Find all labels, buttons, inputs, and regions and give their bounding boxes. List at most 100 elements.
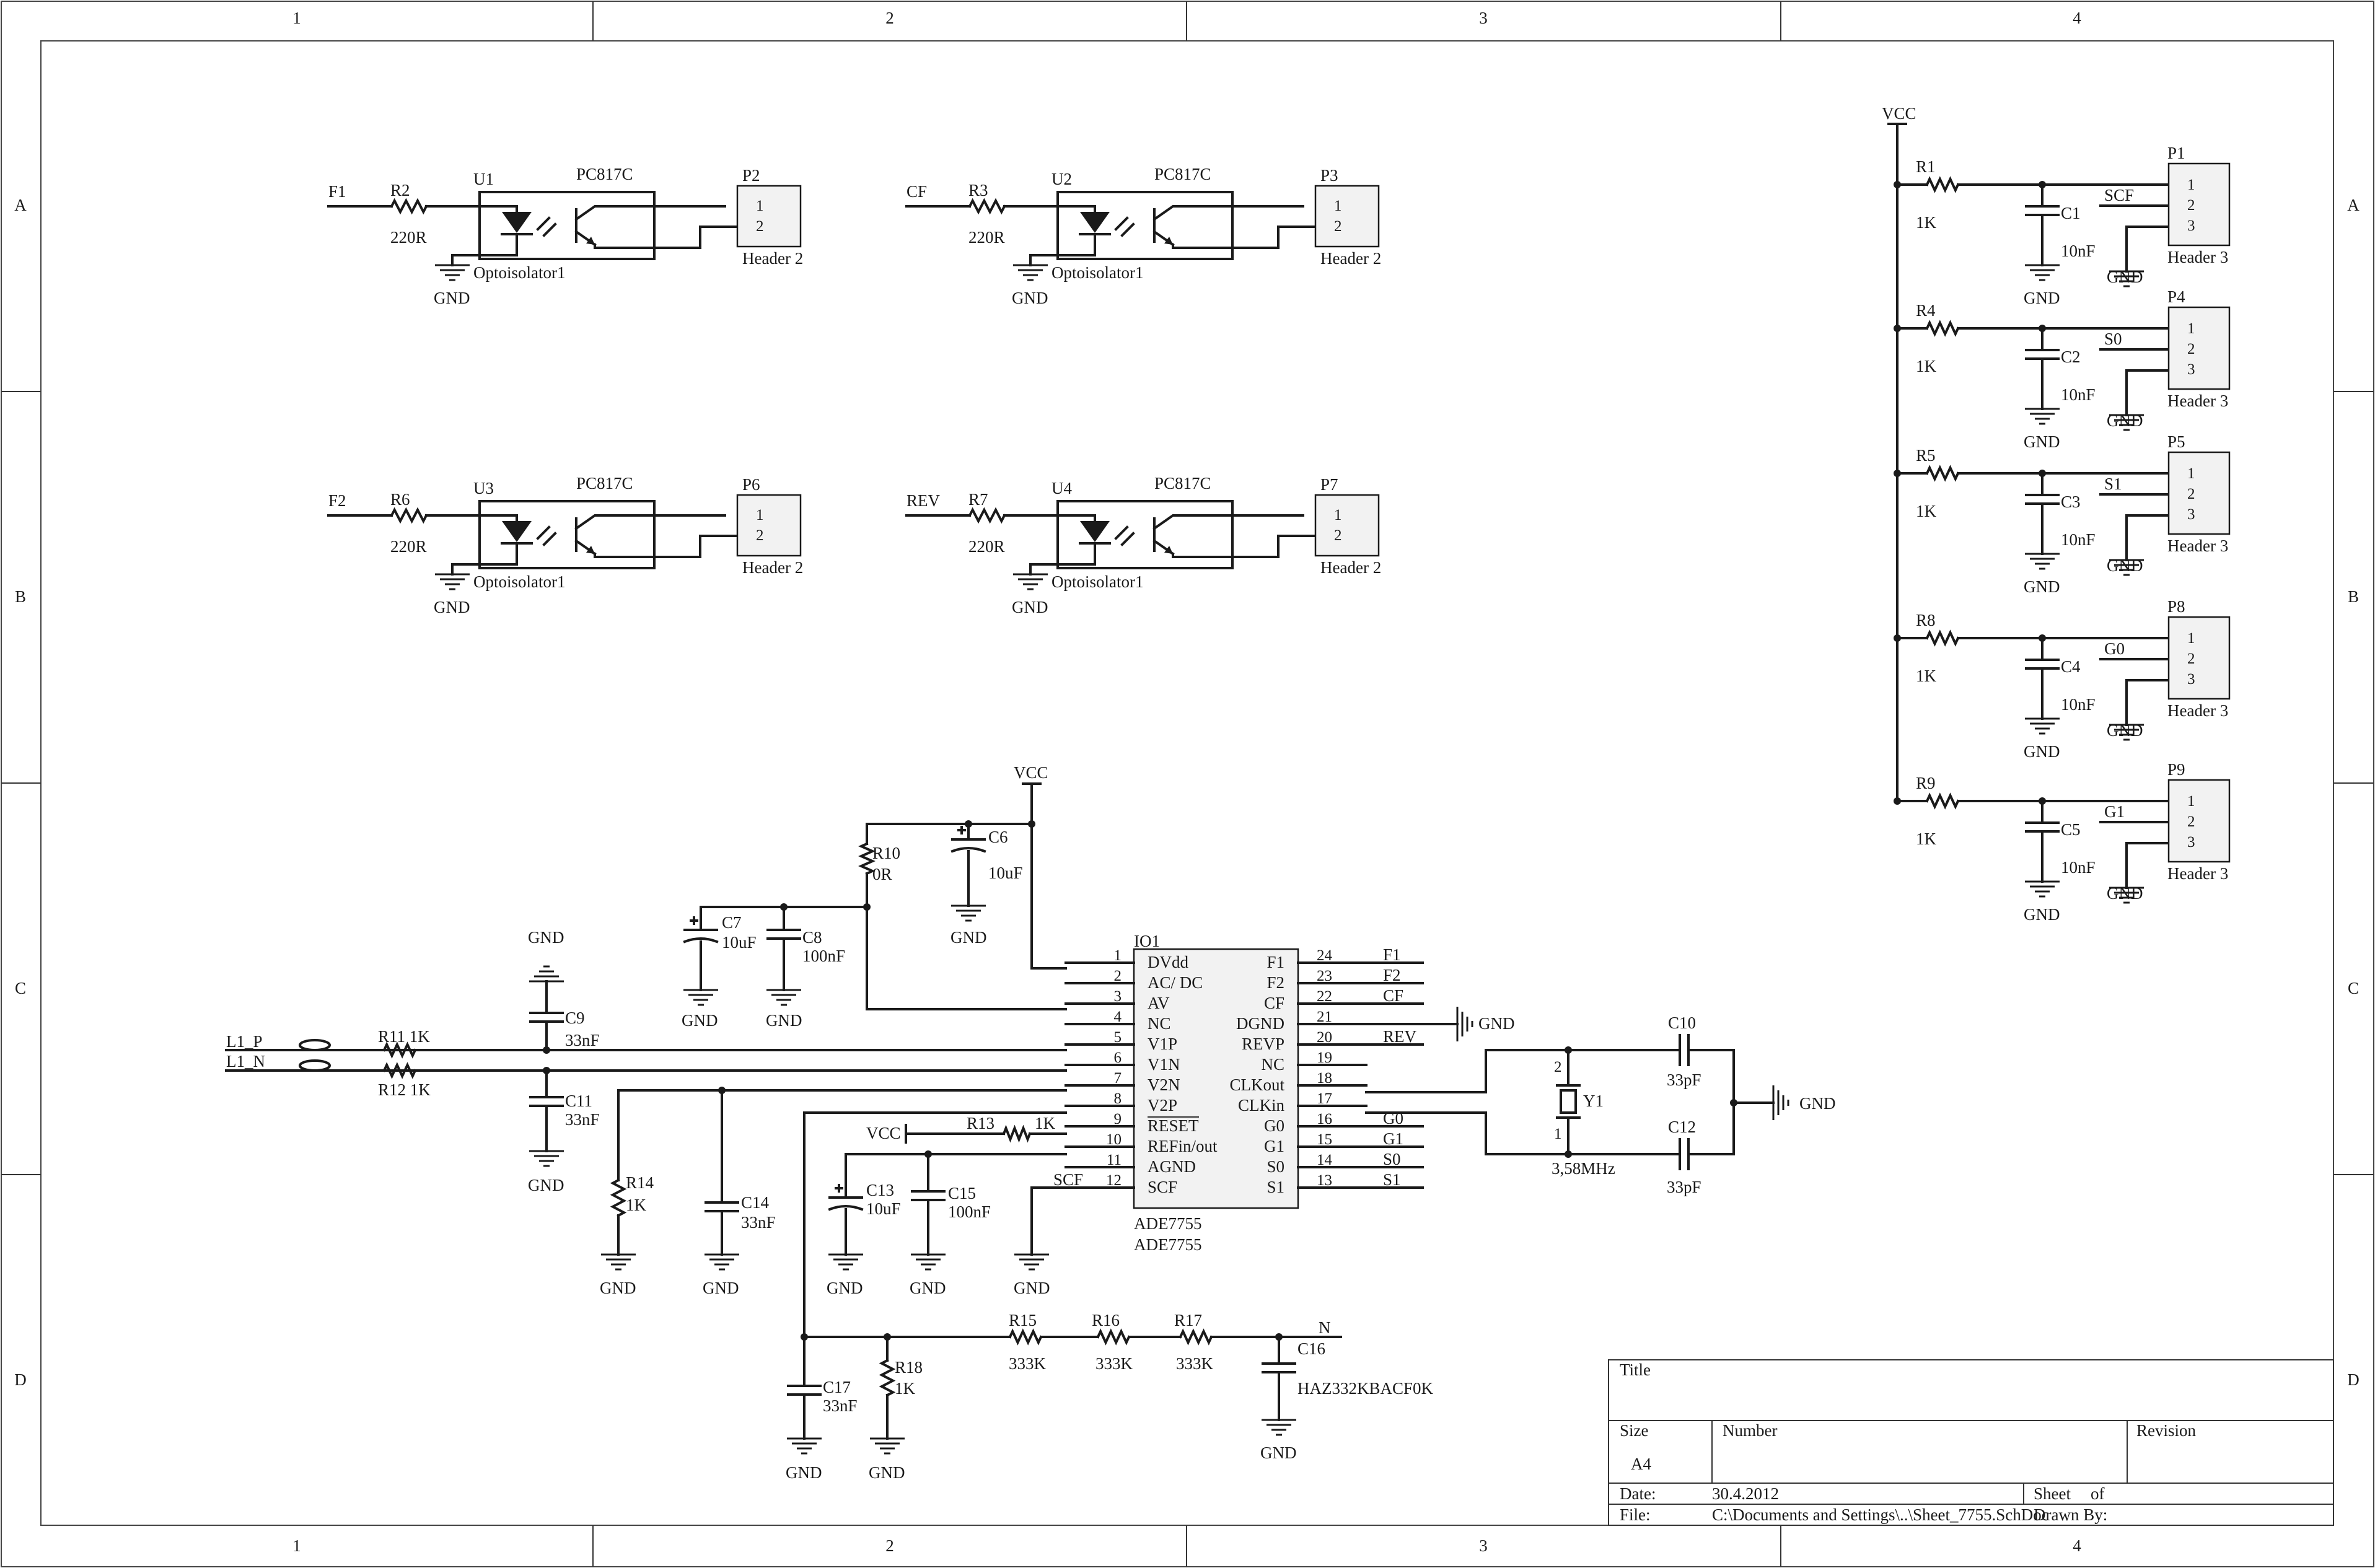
capacitor-value: 10nF [2061,695,2096,714]
capacitor-ref: C9 [565,1009,585,1027]
wire [845,1153,929,1197]
power-section: VCCC610uFGNDR100RC710uFGNDC8100nFGNDVCCR… [682,763,1067,1297]
ground-icon [2025,880,2060,898]
capacitor-ref: C8 [802,928,822,947]
wire [451,554,518,576]
opto-label: Optoisolator1 [1051,263,1144,282]
wire [1172,243,1234,249]
ground-icon [601,1253,636,1271]
capacitor-value: HAZ332KBACF0K [1297,1379,1434,1398]
zone-row-label: C [15,979,26,997]
net-label: G1 [1383,1129,1403,1148]
resistor-symbol [1008,1328,1043,1346]
vcc-label: VCC [866,1124,901,1142]
capacitor-ref: C12 [1668,1118,1696,1136]
date-label: Date: [1620,1484,1656,1503]
ic-pin-name: AV [1148,994,1170,1012]
ic-pin-name: F2 [1267,973,1284,992]
resistor-value: 220R [390,228,427,247]
light-arrows-icon [1114,525,1135,546]
header-pin-number: 2 [756,218,764,235]
capacitor-ref: C14 [741,1193,770,1212]
zone-row-label: B [2348,587,2359,606]
resistor-ref: R5 [1916,446,1936,465]
header-body [1314,494,1380,557]
ic-pin-number: 19 [1317,1049,1332,1066]
ic-pin-name: V1N [1148,1055,1180,1074]
ground-icon [766,989,801,1006]
opto-part: PC817C [1154,165,1211,183]
resistor-ref: R18 [895,1358,923,1377]
ic-pin-name: V1P [1148,1035,1177,1053]
revision-label: Revision [2136,1421,2197,1440]
ic-pin-name: CF [1264,994,1284,1012]
gnd-label: GND [910,1279,946,1297]
date-value: 30.4.2012 [1712,1484,1779,1503]
resistor-symbol [858,842,876,875]
zone-row-label: D [14,1370,27,1389]
crystal-value: 3,58MHz [1552,1159,1615,1178]
capacitor-ref: C16 [1297,1339,1325,1358]
ic-pin-name: V2P [1148,1096,1177,1115]
zone-row-label: D [2347,1370,2360,1389]
zone-column-label: 3 [1479,9,1488,27]
opto-part: PC817C [576,474,633,493]
capacitor-value: 33nF [565,1110,600,1129]
header-pin-number: 3 [2187,834,2195,851]
header-body [2167,779,2231,863]
ic-pin-number: 13 [1317,1172,1332,1189]
wire [1030,782,1067,970]
header-pin-number: 1 [2187,630,2195,647]
crystal-pin-number: 2 [1554,1059,1562,1075]
header-pin-number: 1 [756,507,764,523]
vcc-label: VCC [1882,104,1916,123]
header-body [2167,162,2231,247]
ground-icon [2109,414,2144,431]
net-label: CF [907,182,927,201]
header-label: Header 3 [2167,701,2228,720]
zone-row-label: A [14,196,27,214]
optocoupler-body [478,500,656,569]
optocoupler-body [478,191,656,260]
ground-icon [2025,408,2060,425]
ic-pin-number: 4 [1114,1009,1122,1025]
capacitor-value: 10nF [2061,385,2096,404]
ground-icon [683,989,718,1006]
capacitor-ref: C6 [988,828,1008,846]
net-label: SCF [1053,1170,1083,1189]
resistor-symbol [879,1359,896,1397]
header-pin-number: 3 [2187,361,2195,378]
ground-icon [1262,1419,1296,1436]
zone-column-label: 4 [2073,9,2081,27]
resistor-value: 1K [1916,830,1937,848]
ground-icon [2109,724,2144,741]
header-ref: P6 [742,475,760,494]
resistor-symbol [1925,465,1960,482]
resistor-symbol [610,1178,627,1217]
ic-pin-number: 20 [1317,1029,1332,1046]
resistor-ref: R9 [1916,774,1936,792]
divider-section: R15333KR16333KR17333KNC16HAZ332KBACF0KGN… [786,1111,1434,1482]
header-body [2167,306,2231,390]
title-block: Title Size A4 Number Revision Date: 30.4… [1608,1359,2334,1526]
header-body [2167,451,2231,535]
led-icon [502,521,532,542]
gnd-label: GND [2024,905,2060,924]
ic-pin-number: 21 [1317,1009,1332,1025]
wire [1231,226,1317,249]
ground-icon [828,1253,863,1271]
vcc-label: VCC [1014,763,1048,782]
ic-pin-number: 15 [1317,1131,1332,1148]
resistor-symbol [390,507,428,524]
net-label: REV [907,491,941,510]
gnd-label: GND [1799,1094,1836,1113]
capacitor-ref: C10 [1668,1014,1696,1032]
ic-pin-number: 5 [1114,1029,1122,1046]
gnd-label: GND [2024,742,2060,761]
wire [1029,554,1096,576]
ic-pin-name: DVdd [1148,953,1188,971]
ground-icon [529,965,564,983]
resistor-ref: R13 [967,1114,994,1132]
